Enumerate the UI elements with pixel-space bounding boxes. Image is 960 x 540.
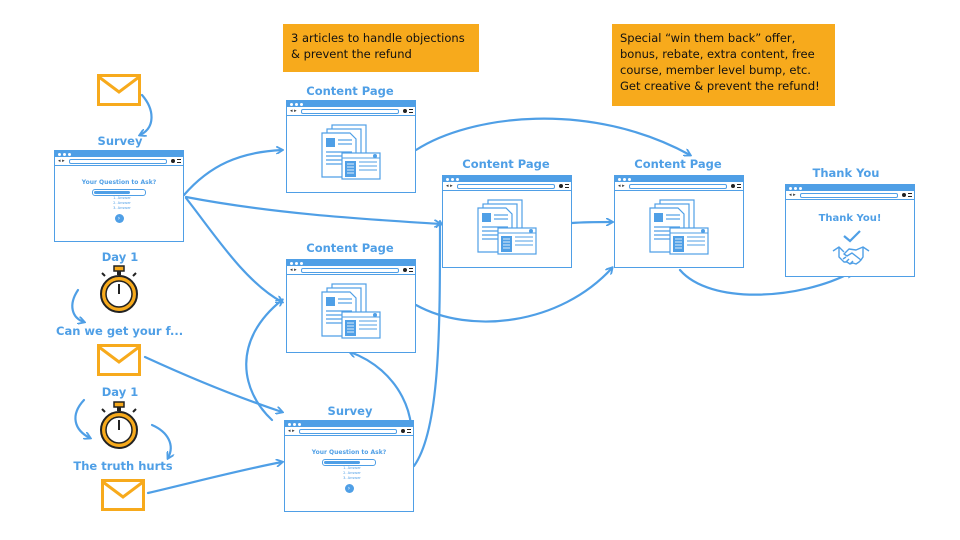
- arrow-cp3-to-cp4: [570, 222, 612, 223]
- arrow-cp4-to-thankyou: [678, 268, 852, 296]
- survey-content: Your Question to Ask? 1. Answer 2. Answe…: [285, 449, 413, 493]
- stopwatch-icon: [100, 265, 138, 313]
- window-titlebar: [615, 176, 743, 182]
- survey-label-bottom: Survey: [327, 404, 373, 418]
- arrow-survey2-to-cp2: [245, 300, 282, 422]
- truth-hurts-label: The truth hurts: [73, 459, 173, 473]
- survey-window-bottom: ◂ ▸ Your Question to Ask? 1. Answer 2. A…: [284, 420, 414, 512]
- window-urlbar: ◂ ▸: [443, 182, 571, 191]
- survey-submit-button: ›: [114, 214, 124, 223]
- survey-answer: 1. Answer: [113, 196, 131, 200]
- arrow-cp2-to-cp4: [414, 268, 612, 323]
- note-objections: 3 articles to handle objections & preven…: [283, 24, 479, 72]
- document-icon: [477, 199, 537, 255]
- arrow-cp1-to-cp4: [414, 117, 690, 155]
- survey-window-top: ◂ ▸ Your Question to Ask? 1. Answer 2. A…: [54, 150, 184, 242]
- arrow-survey-to-cp1: [182, 150, 282, 197]
- email-icon: [97, 344, 141, 376]
- survey-progress-bar: [92, 189, 146, 196]
- survey-answer: 2. Answer: [343, 471, 361, 475]
- survey-question: Your Question to Ask?: [81, 179, 157, 186]
- arrow-email1-to-survey: [140, 93, 153, 135]
- content-page-window: ◂ ▸: [614, 175, 744, 268]
- window-urlbar: ◂ ▸: [55, 157, 183, 166]
- arrow-stopwatch2-loop: [150, 423, 171, 458]
- document-icon: [649, 199, 709, 255]
- note-offer: Special “win them back” offer, bonus, re…: [612, 24, 835, 106]
- note-offer-line: Special “win them back” offer,: [620, 31, 796, 45]
- note-offer-line: Get creative & prevent the refund!: [620, 79, 820, 93]
- email-icon: [101, 479, 145, 511]
- thank-you-label: Thank You: [812, 166, 880, 180]
- window-urlbar: ◂ ▸: [287, 107, 415, 116]
- checkmark-icon: [843, 230, 861, 243]
- arrow-survey-to-cp3: [184, 195, 440, 224]
- day1-label: Day 1: [101, 250, 139, 264]
- note-objections-line: 3 articles to handle objections: [291, 31, 465, 45]
- window-urlbar: ◂ ▸: [615, 182, 743, 191]
- note-offer-line: bonus, rebate, extra content, free: [620, 47, 815, 61]
- can-we-get-label: Can we get your f...: [56, 324, 184, 338]
- note-objections-line: & prevent the refund: [291, 47, 412, 61]
- survey-question: Your Question to Ask?: [311, 449, 387, 456]
- window-titlebar: [55, 151, 183, 157]
- stopwatch-icon: [100, 401, 138, 449]
- window-titlebar: [287, 101, 415, 107]
- survey-answer: 2. Answer: [113, 201, 131, 205]
- arrow-day1-loop: [71, 288, 84, 322]
- arrow-survey-to-cp2: [184, 196, 282, 302]
- content-page-window: ◂ ▸: [286, 100, 416, 193]
- nav-arrows-icon: ◂ ▸: [446, 183, 453, 189]
- arrow-email2-to-survey2: [143, 355, 282, 412]
- content-page-window: ◂ ▸: [442, 175, 572, 268]
- arrow-survey2-to-cp3: [412, 222, 440, 468]
- content-page-label: Content Page: [634, 157, 722, 171]
- arrow-day1b-loop: [74, 398, 90, 438]
- survey-answer: 3. Answer: [343, 476, 361, 480]
- survey-label-top: Survey: [97, 134, 143, 148]
- nav-arrows-icon: ◂ ▸: [290, 108, 297, 114]
- window-urlbar: ◂ ▸: [786, 191, 914, 200]
- nav-arrows-icon: ◂ ▸: [58, 158, 65, 164]
- survey-answer: 3. Answer: [113, 206, 131, 210]
- window-urlbar: ◂ ▸: [285, 427, 413, 436]
- content-page-label: Content Page: [462, 157, 550, 171]
- nav-arrows-icon: ◂ ▸: [288, 428, 295, 434]
- content-page-label: Content Page: [306, 241, 394, 255]
- survey-answer: 1. Answer: [343, 466, 361, 470]
- content-page-label: Content Page: [306, 84, 394, 98]
- window-titlebar: [287, 260, 415, 266]
- nav-arrows-icon: ◂ ▸: [789, 192, 796, 198]
- document-icon: [321, 283, 381, 339]
- window-titlebar: [285, 421, 413, 427]
- nav-arrows-icon: ◂ ▸: [290, 267, 297, 273]
- document-icon: [321, 124, 381, 180]
- thank-you-text: Thank You!: [818, 213, 882, 224]
- window-urlbar: ◂ ▸: [287, 266, 415, 275]
- handshake-icon: [832, 246, 870, 265]
- window-titlebar: [786, 185, 914, 191]
- survey-progress-bar: [322, 459, 376, 466]
- survey-content: Your Question to Ask? 1. Answer 2. Answe…: [55, 179, 183, 223]
- arrow-email3-to-survey2: [146, 462, 282, 495]
- survey-submit-button: ›: [344, 484, 354, 493]
- window-titlebar: [443, 176, 571, 182]
- content-page-window: ◂ ▸: [286, 259, 416, 353]
- email-icon: [97, 74, 141, 106]
- thank-you-window: ◂ ▸ Thank You!: [785, 184, 915, 277]
- nav-arrows-icon: ◂ ▸: [618, 183, 625, 189]
- day1-label-second: Day 1: [101, 385, 139, 399]
- note-offer-line: course, member level bump, etc.: [620, 63, 811, 77]
